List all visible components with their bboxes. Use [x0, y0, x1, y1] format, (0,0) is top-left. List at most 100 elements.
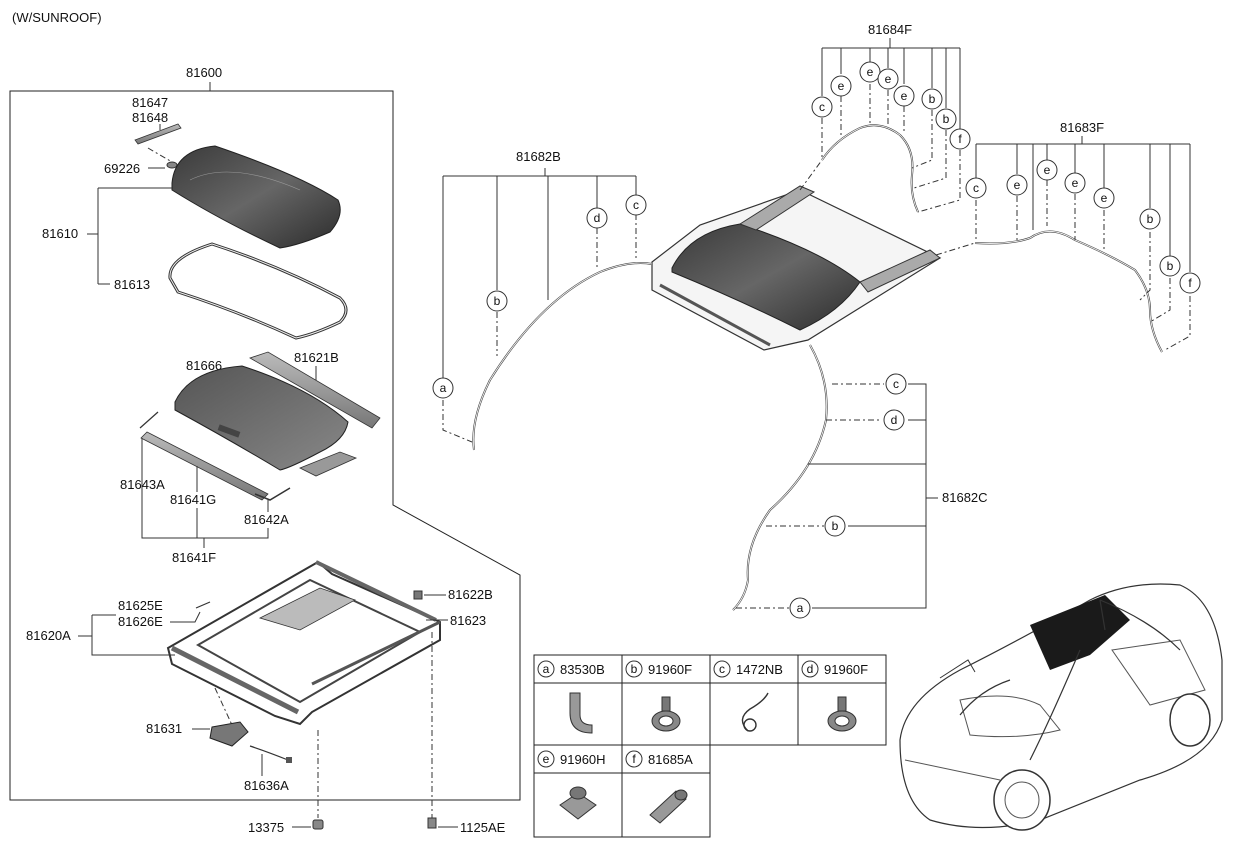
sunroof-module-assembly[interactable] — [651, 185, 942, 351]
leader-81641F — [141, 438, 269, 548]
callout-b[interactable]: b — [486, 290, 508, 312]
callout-e[interactable]: e — [893, 85, 915, 107]
label-81621B[interactable]: 81621B — [294, 350, 339, 365]
clip-13375[interactable] — [312, 819, 324, 830]
svg-text:e: e — [1044, 163, 1051, 177]
bracket-81647[interactable] — [134, 123, 182, 145]
callout-e[interactable]: e — [859, 61, 881, 83]
weatherstrip-81613[interactable] — [168, 242, 348, 340]
callout-f[interactable]: f — [949, 128, 971, 150]
callout-b[interactable]: b — [921, 88, 943, 110]
callout-b[interactable]: b — [1139, 208, 1161, 230]
label-13375[interactable]: 13375 — [248, 820, 284, 835]
callout-d[interactable]: d — [586, 207, 608, 229]
label-81682B[interactable]: 81682B — [516, 149, 561, 164]
guide-81641G[interactable] — [140, 431, 269, 501]
bolt-1125AE[interactable] — [427, 817, 437, 829]
rail-81623[interactable] — [311, 620, 441, 686]
svg-text:e: e — [1072, 176, 1079, 190]
callout-e[interactable]: e — [830, 75, 852, 97]
svg-text:b: b — [1147, 212, 1154, 226]
label-81666[interactable]: 81666 — [186, 358, 222, 373]
label-81613[interactable]: 81613 — [114, 277, 150, 292]
hose-81682C[interactable] — [732, 344, 828, 611]
svg-text:e: e — [885, 72, 892, 86]
callout-c[interactable]: c — [811, 96, 833, 118]
svg-text:b: b — [631, 662, 638, 676]
label-81647[interactable]: 81647 — [132, 95, 168, 110]
label-81641F[interactable]: 81641F — [172, 550, 216, 565]
callout-e[interactable]: e — [877, 68, 899, 90]
seal-81625E[interactable] — [195, 601, 211, 609]
callout-e[interactable]: e — [1093, 187, 1115, 209]
label-81625E[interactable]: 81625E — [118, 598, 163, 613]
clip-69226[interactable] — [166, 161, 178, 169]
svg-text:c: c — [719, 662, 725, 676]
label-81610[interactable]: 81610 — [42, 226, 78, 241]
callout-f[interactable]: f — [1179, 272, 1201, 294]
label-81642A[interactable]: 81642A — [244, 512, 289, 527]
variant-note: (W/SUNROOF) — [12, 10, 102, 25]
svg-text:81685A: 81685A — [648, 752, 693, 767]
callout-e[interactable]: e — [1064, 172, 1086, 194]
cover-81642A[interactable] — [254, 487, 291, 501]
svg-text:b: b — [943, 112, 950, 126]
label-81641G[interactable]: 81641G — [170, 492, 216, 507]
callout-c[interactable]: c — [965, 177, 987, 199]
label-81636A[interactable]: 81636A — [244, 778, 289, 793]
label-81631[interactable]: 81631 — [146, 721, 182, 736]
callout-b[interactable]: b — [935, 108, 957, 130]
connector-81636A[interactable] — [286, 757, 292, 763]
legend-cell-c[interactable]: c 1472NB — [713, 660, 783, 732]
label-81620A[interactable]: 81620A — [26, 628, 71, 643]
label-81648[interactable]: 81648 — [132, 110, 168, 125]
label-81626E[interactable]: 81626E — [118, 614, 163, 629]
label-1125AE[interactable]: 1125AE — [460, 820, 506, 835]
fastener-81622B[interactable] — [413, 590, 423, 600]
callout-e[interactable]: e — [1036, 159, 1058, 181]
shade-clip-left[interactable] — [139, 411, 159, 429]
hose-81684F[interactable] — [821, 124, 919, 213]
frame-81620A[interactable] — [166, 560, 441, 726]
drain-valve-icon — [649, 789, 688, 824]
leader-81683F — [975, 136, 1191, 272]
svg-text:b: b — [1167, 259, 1174, 273]
label-81623[interactable]: 81623 — [450, 613, 486, 628]
sunshade-81666[interactable] — [174, 365, 349, 471]
callout-c[interactable]: c — [885, 373, 907, 395]
svg-text:d: d — [891, 413, 898, 427]
label-81600[interactable]: 81600 — [186, 65, 222, 80]
shade-rail-right[interactable] — [299, 451, 358, 477]
harness-81636A[interactable] — [249, 745, 289, 761]
svg-text:c: c — [633, 198, 639, 212]
callout-b[interactable]: b — [1159, 255, 1181, 277]
label-69226[interactable]: 69226 — [104, 161, 140, 176]
vehicle-location-illustration[interactable] — [899, 583, 1223, 831]
label-81622B[interactable]: 81622B — [448, 587, 493, 602]
callout-a[interactable]: a — [432, 377, 454, 399]
hose-81683F[interactable] — [974, 230, 1163, 353]
motor-81631[interactable] — [209, 721, 249, 747]
leader-81682B-dash — [442, 214, 637, 443]
svg-text:b: b — [832, 519, 839, 533]
deflector-81621B[interactable] — [249, 351, 381, 429]
callout-d[interactable]: d — [883, 409, 905, 431]
label-81684F[interactable]: 81684F — [868, 22, 912, 37]
callout-a[interactable]: a — [789, 597, 811, 619]
label-81682C[interactable]: 81682C — [942, 490, 988, 505]
glass-panel-81610[interactable] — [171, 145, 341, 249]
callout-e[interactable]: e — [1006, 174, 1028, 196]
callout-c[interactable]: c — [625, 194, 647, 216]
label-81683F[interactable]: 81683F — [1060, 120, 1104, 135]
svg-text:1472NB: 1472NB — [736, 662, 783, 677]
svg-text:91960F: 91960F — [824, 662, 868, 677]
label-81643A[interactable]: 81643A — [120, 477, 165, 492]
callout-b[interactable]: b — [824, 515, 846, 537]
